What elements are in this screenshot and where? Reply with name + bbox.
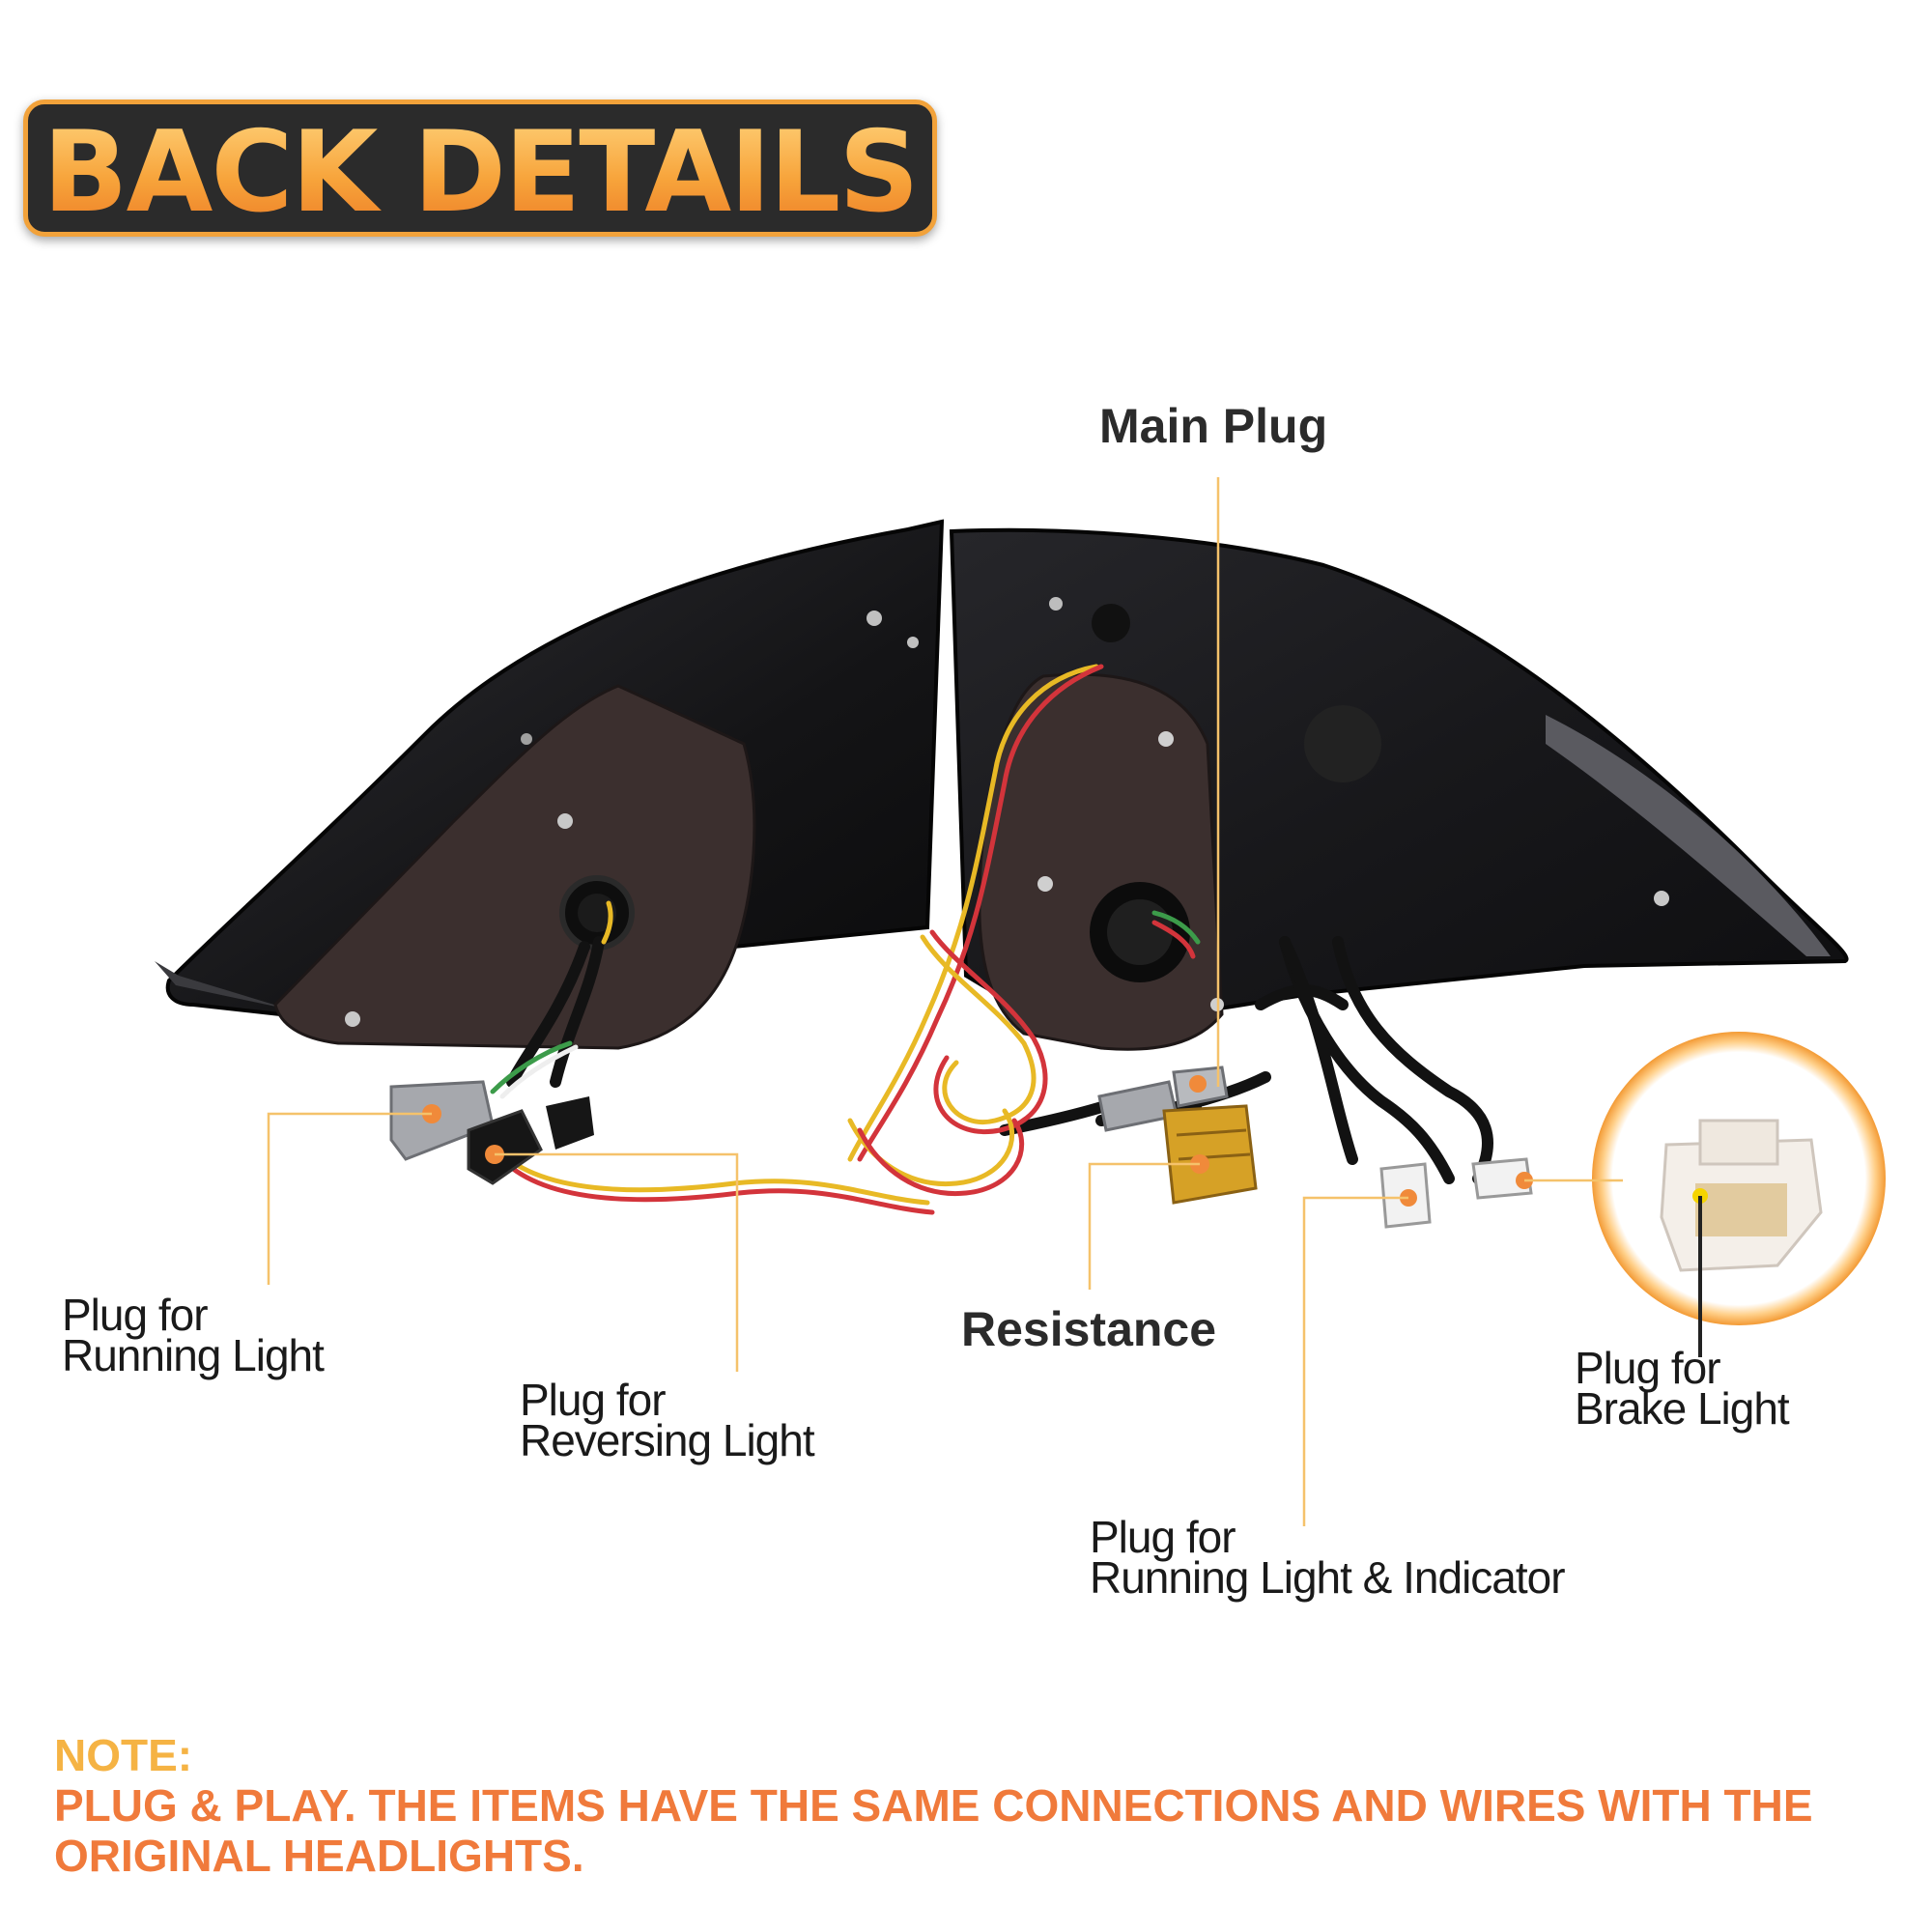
- connector-reversing-light: [467, 1096, 594, 1185]
- callout-resistance: Resistance: [961, 1302, 1217, 1356]
- title-banner: BACK DETAILS: [23, 99, 937, 237]
- callout-running-indicator-line1: Plug for: [1090, 1512, 1236, 1562]
- left-lamp-housing: [155, 519, 945, 1050]
- callout-running-light: Plug for Running Light: [62, 1290, 325, 1380]
- connector-running-indicator: [1379, 1162, 1432, 1229]
- connector-main-plug: [1097, 1065, 1229, 1132]
- right-lamp-housing: [949, 527, 1849, 1051]
- callout-reversing-light-line1: Plug for: [520, 1375, 667, 1425]
- callout-leader-lines: [267, 477, 1623, 1526]
- callout-running-indicator: Plug for Running Light & Indicator: [1090, 1512, 1566, 1603]
- callout-brake-light-line2: Brake Light: [1575, 1383, 1790, 1434]
- note-title: NOTE:: [54, 1730, 193, 1780]
- callout-reversing-light-line2: Reversing Light: [520, 1415, 815, 1465]
- connector-brake-light: [1471, 1157, 1533, 1200]
- callout-reversing-light: Plug for Reversing Light: [520, 1375, 815, 1465]
- resistor-block: [1162, 1104, 1258, 1205]
- callout-running-indicator-line2: Running Light & Indicator: [1090, 1552, 1566, 1603]
- connector-running-light: [389, 1080, 495, 1161]
- callout-brake-light: Plug for Brake Light: [1575, 1343, 1790, 1434]
- page-title: BACK DETAILS: [28, 110, 932, 236]
- brake-light-plug-zoom: [1592, 1032, 1886, 1357]
- red-yellow-wires: [490, 664, 1201, 1215]
- note-text: PLUG & PLAY. THE ITEMS HAVE THE SAME CON…: [54, 1780, 1813, 1881]
- callout-main-plug: Main Plug: [1099, 399, 1328, 453]
- callout-brake-light-line1: Plug for: [1575, 1343, 1721, 1393]
- callout-running-light-line2: Running Light: [62, 1330, 325, 1380]
- callout-running-light-line1: Plug for: [62, 1290, 209, 1340]
